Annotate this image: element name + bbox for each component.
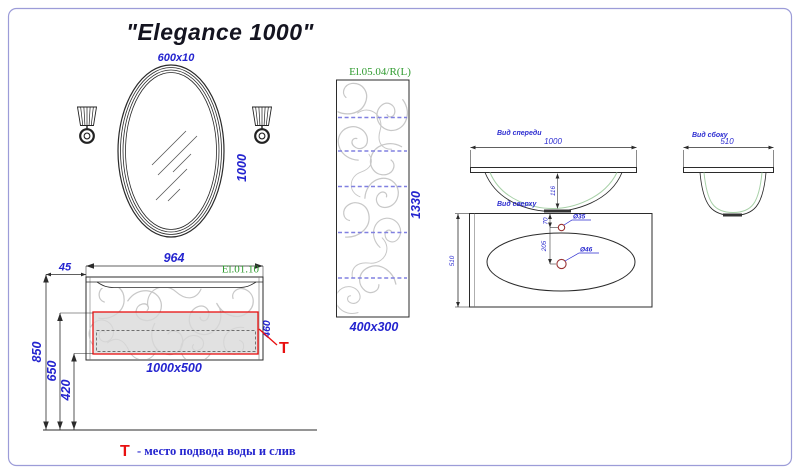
page-border <box>7 7 793 467</box>
side-countertop-bar <box>683 167 774 173</box>
faucet-hole <box>557 223 566 232</box>
side-bowl-inner-line <box>703 172 763 214</box>
top-bowl-ellipse <box>486 232 636 292</box>
legend: Т - место подвода воды и слив <box>120 443 296 460</box>
front-width-dim: 1000 <box>544 137 562 146</box>
front-view: Вид спереди 1000 116 <box>470 129 637 213</box>
mirror-size-label: 600x10 <box>158 52 196 64</box>
t-mark-leader-line <box>258 328 278 346</box>
cabinet-height-dim-850: 850 <box>30 342 44 363</box>
top-countertop-outline <box>469 213 653 308</box>
cabinet-size-label: 1000x500 <box>146 361 202 375</box>
countertop-basin-recess <box>96 281 257 288</box>
drawing-title: "Elegance 1000" <box>126 19 314 45</box>
cabinet-height-dim-650: 650 <box>45 361 59 382</box>
cabinet-t-mark: Т <box>279 340 289 357</box>
drain-offset-dim: 205 <box>541 240 548 252</box>
top-view-label: Вид сверху <box>497 200 537 208</box>
mirror-front-view: 600x10 1000 <box>76 52 273 238</box>
legend-t-symbol: Т <box>120 443 130 460</box>
right-sconce-icon <box>251 105 273 144</box>
top-depth-dim: 510 <box>449 255 456 266</box>
top-view: Вид сверху 510 70 205 Ø35 Ø46 <box>449 200 653 308</box>
cabinet-height-dim-420: 420 <box>59 380 73 402</box>
side-drain-mark <box>723 213 742 217</box>
mirror-height-label: 1000 <box>235 154 249 182</box>
front-drain-mark <box>544 209 571 213</box>
front-bowl-depth-dim: 116 <box>550 185 557 196</box>
side-view-label: Вид сбоку <box>692 131 729 139</box>
cabinet-width-dim: 964 <box>164 251 185 265</box>
faucet-hole-leader <box>563 219 591 226</box>
decor-panel-view: El.05.04/R(L) 1330 400x300 <box>336 66 423 334</box>
front-view-label: Вид спереди <box>497 129 542 137</box>
cabinet-code-label: El.01.10 <box>222 264 260 276</box>
mirror-reflection-hatch <box>151 130 198 202</box>
panel-code-label: El.05.04/R(L) <box>349 66 411 78</box>
faucet-offset-dim: 70 <box>543 217 550 225</box>
cabinet-offset-dim: 45 <box>58 262 72 274</box>
left-sconce-icon <box>76 105 98 144</box>
front-countertop-bar <box>470 167 637 173</box>
drain-hole <box>556 258 567 270</box>
legend-text: - место подвода воды и слив <box>137 444 296 458</box>
side-view: Вид сбоку 510 <box>683 131 774 217</box>
front-bowl-inner-line <box>489 172 618 210</box>
panel-height-label: 1330 <box>409 191 423 219</box>
panel-size-label: 400x300 <box>349 320 399 334</box>
side-bowl-outline <box>699 172 767 216</box>
cabinet-front-view: 964 45 El.01.10 460 Т 1000x500 <box>30 251 317 431</box>
drain-hole-leader <box>564 252 599 262</box>
faucet-hole-label: Ø35 <box>573 214 586 221</box>
drain-hole-label: Ø46 <box>580 247 593 254</box>
panel-outline <box>336 79 410 318</box>
mirror-frame <box>117 64 225 238</box>
water-supply-zone <box>92 311 259 355</box>
panel-shelf-dashed-lines <box>338 116 407 279</box>
side-width-dim: 510 <box>720 137 734 146</box>
